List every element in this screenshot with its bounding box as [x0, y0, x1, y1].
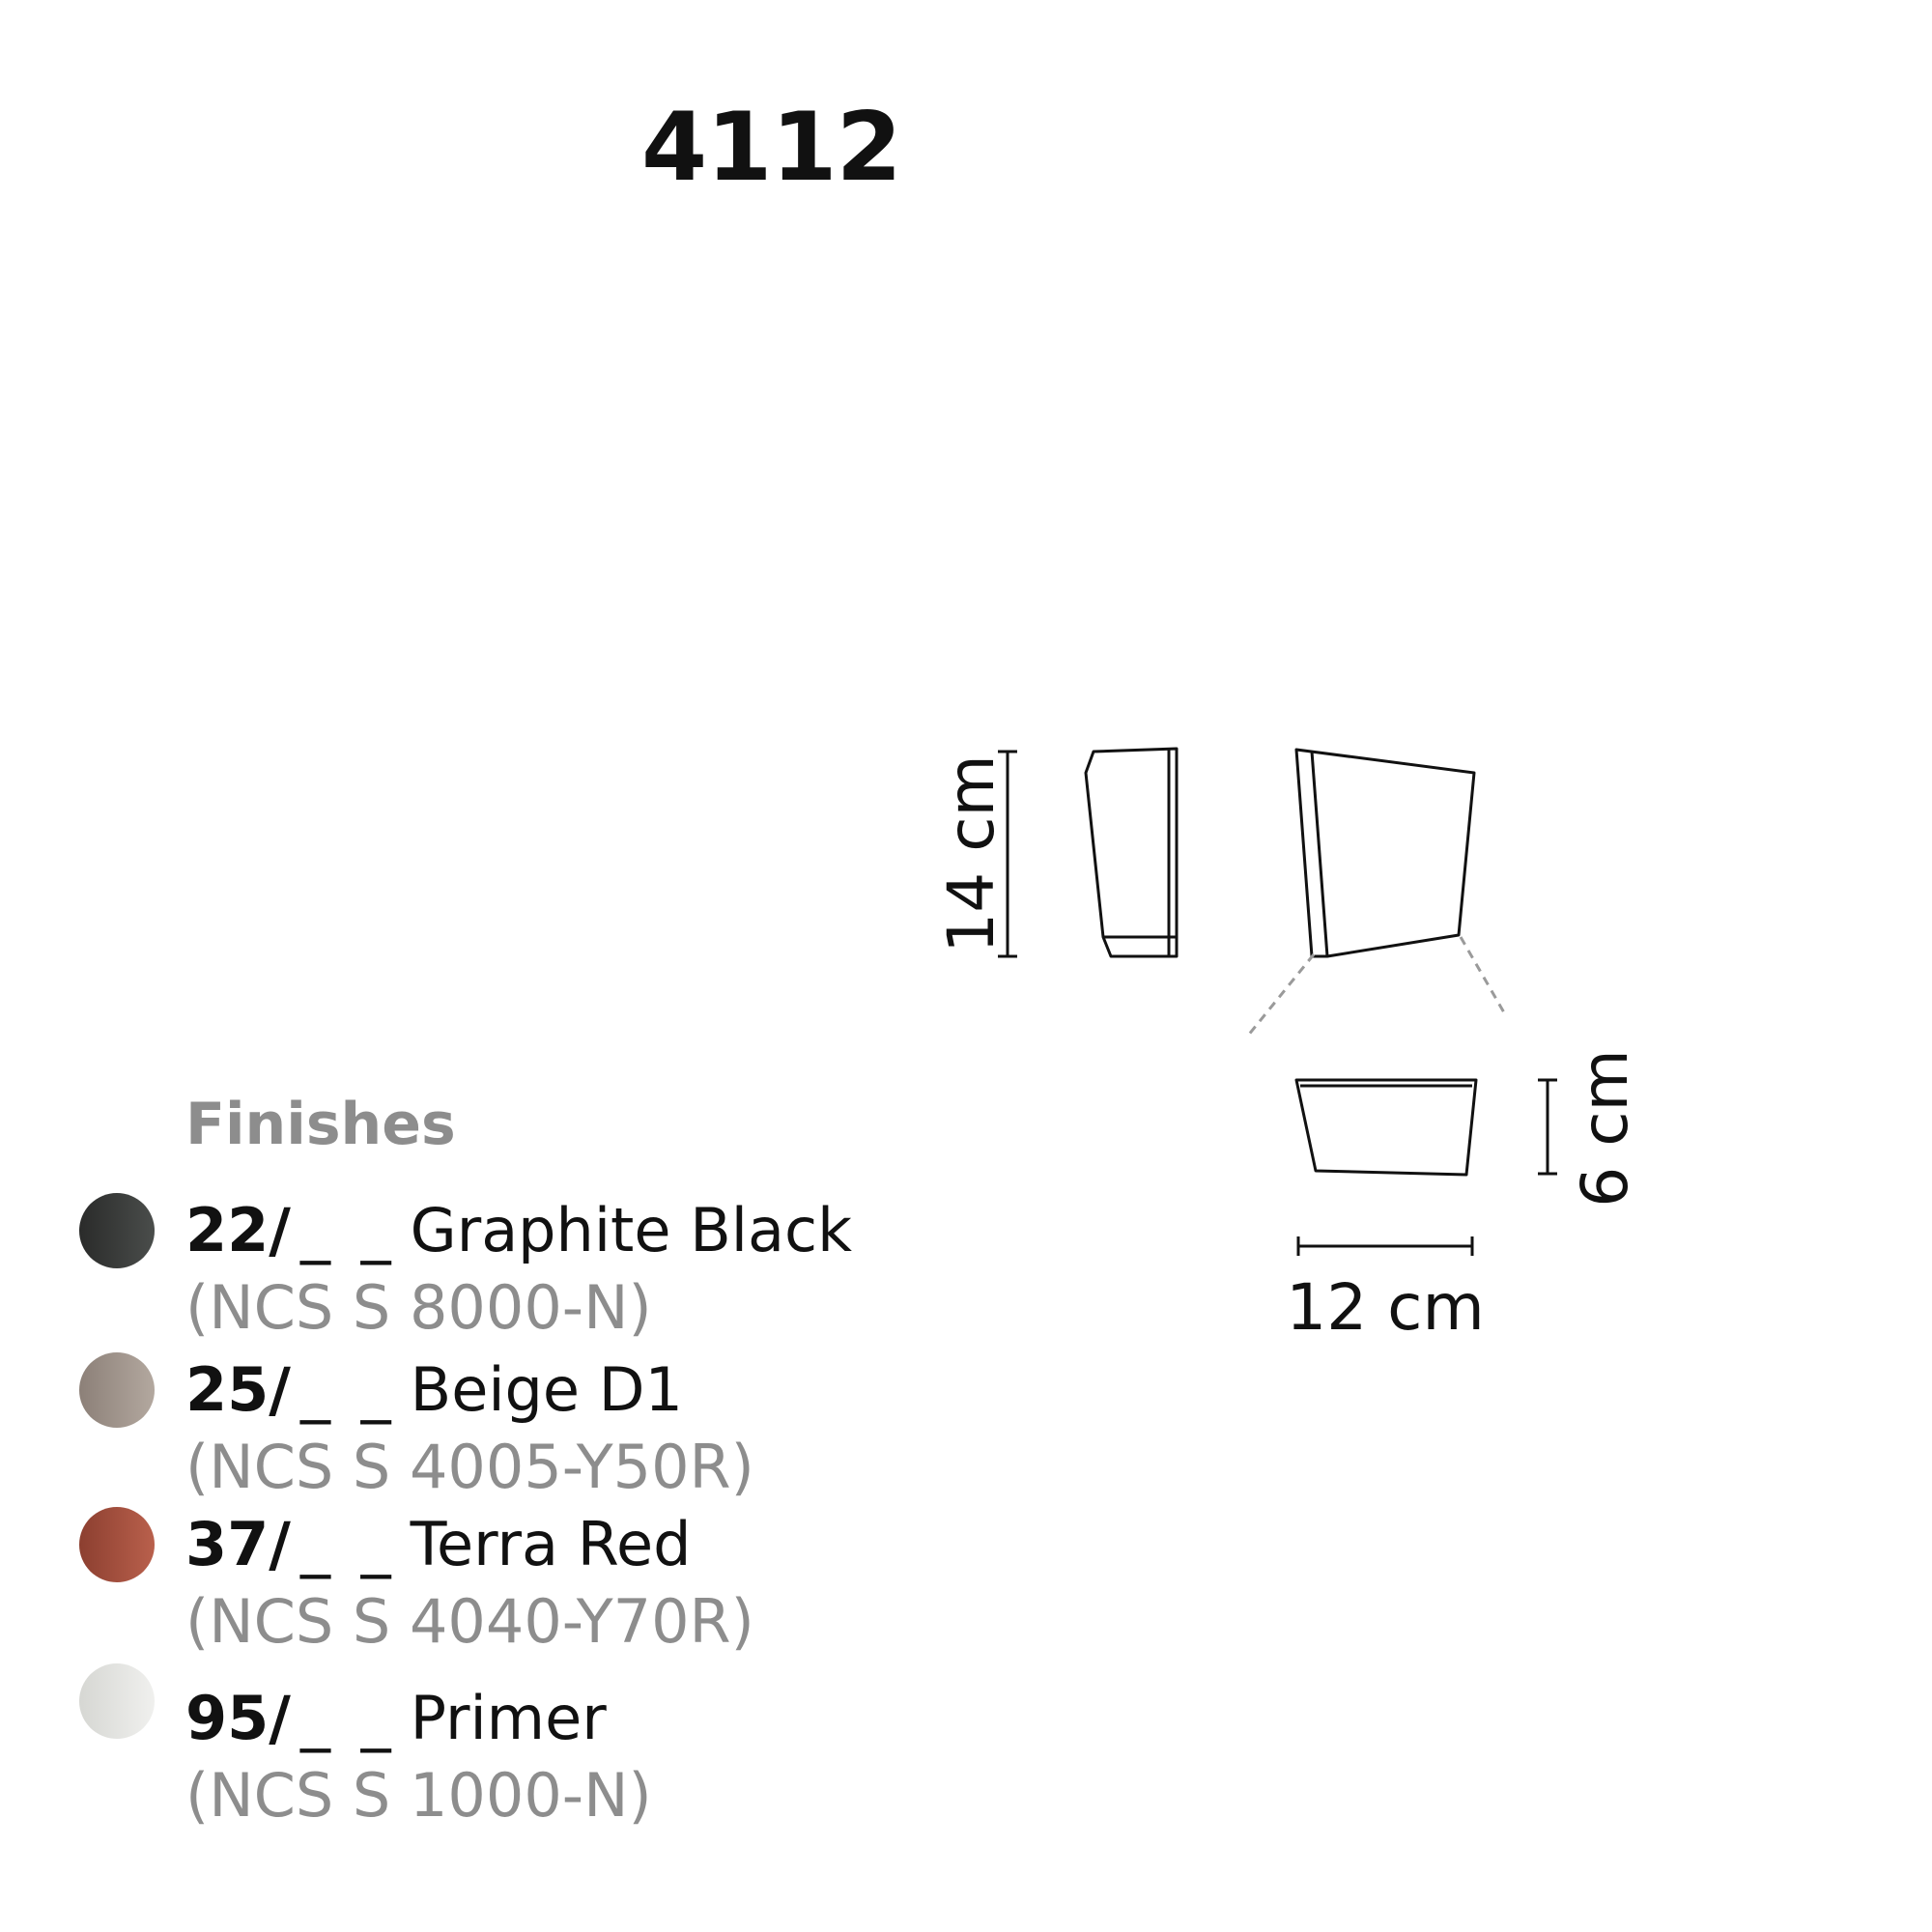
- finish-label: 25/_ _Beige D1: [185, 1360, 683, 1420]
- top-view: [1294, 1078, 1478, 1177]
- finish-blank: _ _: [299, 1683, 397, 1753]
- height-dimension-label: 14 cm: [934, 754, 1009, 953]
- depth-dimension: [1538, 1078, 1557, 1176]
- top-view-body: [1294, 1078, 1478, 1177]
- finish-code: 95/: [185, 1683, 291, 1753]
- width-dimension: [1296, 1236, 1474, 1256]
- finish-name: Primer: [410, 1683, 607, 1753]
- finish-code: 22/: [185, 1195, 291, 1265]
- side-view: [1084, 747, 1179, 958]
- projection-line-right: [1459, 936, 1507, 1015]
- finish-blank: _ _: [299, 1509, 397, 1579]
- finish-name: Terra Red: [410, 1509, 692, 1579]
- width-dimension-label: 12 cm: [1286, 1270, 1485, 1345]
- finish-name: Beige D1: [410, 1354, 683, 1425]
- finish-ncs-code: (NCS S 8000-N): [185, 1272, 652, 1343]
- finish-blank: _ _: [299, 1354, 397, 1425]
- finish-label: 95/_ _Primer: [185, 1689, 607, 1748]
- front-view-body: [1294, 748, 1476, 958]
- front-view-inner-edge: [1310, 751, 1329, 957]
- finish-code: 37/: [185, 1509, 291, 1579]
- projection-line-left: [1246, 953, 1316, 1037]
- depth-dimension-label: 6 cm: [1568, 1049, 1642, 1208]
- projection-lines: [1246, 936, 1507, 1037]
- swatch-terra-red: [79, 1507, 155, 1582]
- finish-ncs-code: (NCS S 4040-Y70R): [185, 1586, 754, 1657]
- finish-label: 22/_ _Graphite Black: [185, 1201, 852, 1261]
- product-number-title: 4112: [641, 93, 902, 203]
- swatch-primer: [79, 1663, 155, 1739]
- finish-code: 25/: [185, 1354, 291, 1425]
- swatch-beige-d1: [79, 1352, 155, 1428]
- finish-blank: _ _: [299, 1195, 397, 1265]
- height-dimension: [998, 750, 1017, 958]
- finish-label: 37/_ _Terra Red: [185, 1515, 692, 1575]
- front-view: [1294, 748, 1476, 958]
- finishes-heading: Finishes: [185, 1091, 456, 1158]
- finish-ncs-code: (NCS S 1000-N): [185, 1760, 652, 1831]
- finish-ncs-code: (NCS S 4005-Y50R): [185, 1432, 754, 1502]
- finish-name: Graphite Black: [410, 1195, 852, 1265]
- side-view-body: [1084, 747, 1179, 958]
- swatch-graphite-black: [79, 1193, 155, 1268]
